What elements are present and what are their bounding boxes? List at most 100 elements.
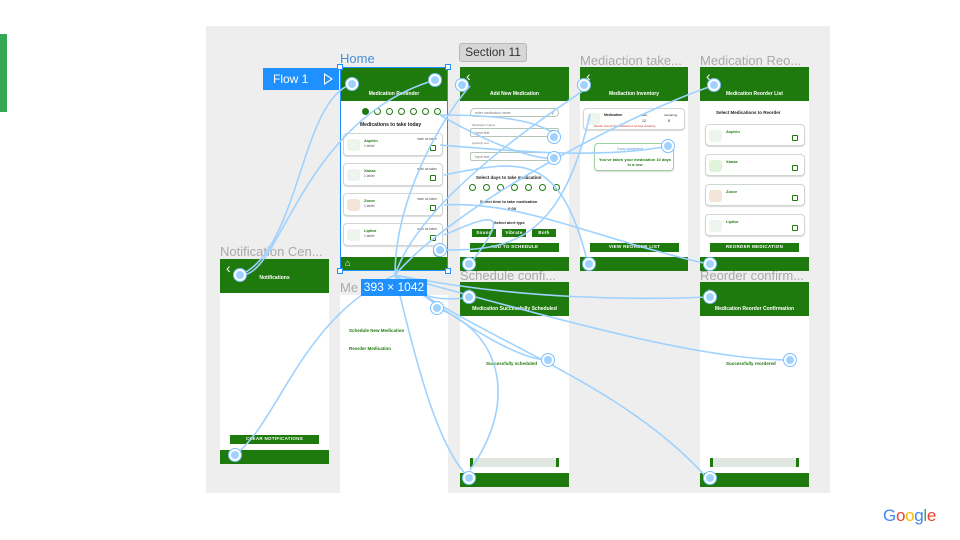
link-node[interactable] (548, 131, 560, 143)
link-node[interactable] (784, 354, 796, 366)
reorder-item[interactable]: Lipitor (705, 214, 805, 236)
back-arrow-icon[interactable]: ‹ (586, 68, 591, 84)
reorder-prompt: Select Medications to Reorder (716, 110, 781, 115)
reorder-item-name: Xanax (726, 159, 738, 164)
add-to-schedule-button[interactable]: ADD TO SCHEDULE (470, 243, 559, 252)
link-node[interactable] (708, 79, 720, 91)
day-circle[interactable] (511, 184, 518, 191)
reorder-item[interactable]: Aspirin (705, 124, 805, 146)
back-arrow-icon[interactable]: ‹ (466, 68, 471, 84)
days-label: Select days to take medication (476, 175, 542, 180)
link-node[interactable] (662, 140, 674, 152)
reorder-medication-button[interactable]: REORDER MEDICATION (710, 243, 799, 252)
flow-start-button[interactable]: Flow 1 (263, 68, 339, 90)
taken-label: taken (640, 113, 648, 117)
reorder-title: Medication Reorder List (726, 91, 783, 97)
pill-icon (587, 113, 600, 125)
screen-schedule-confirm[interactable]: ‹Medication Successfully Scheduled Succe… (460, 282, 569, 487)
link-node[interactable] (429, 74, 441, 86)
back-arrow-icon[interactable]: ‹ (706, 68, 711, 84)
reorder-checkbox[interactable] (792, 165, 798, 171)
days-selector[interactable] (469, 184, 561, 192)
inventory-row[interactable]: Medication taken remaining 12 8 Reorder … (583, 108, 685, 130)
bottom-bar (700, 473, 809, 487)
alert-both-button[interactable]: Both (532, 229, 556, 237)
inventory-title: Mediaction Inventory (608, 91, 659, 97)
alert-vibrate-button[interactable]: Vibrate (502, 229, 526, 237)
screen-menu[interactable]: Schedule New Medication Reorder Medicati… (340, 295, 448, 493)
back-arrow-icon[interactable]: ‹ (226, 260, 231, 276)
screen-add-medication[interactable]: ‹ Add New Medication enter medication nam… (460, 67, 569, 271)
link-node[interactable] (704, 291, 716, 303)
alert-label: Select alert type (494, 220, 525, 225)
link-node[interactable] (704, 472, 716, 484)
link-node[interactable] (583, 258, 595, 270)
search-icon: ⚲ (551, 111, 554, 115)
screen-notifications[interactable]: ‹Notifications CLEAR NOTIFICATIONS (220, 259, 329, 464)
frame-title-menu[interactable]: Me (340, 280, 359, 295)
popup-text: You've taken your medication 10 days in … (599, 157, 672, 167)
day-circle[interactable] (553, 184, 560, 191)
resize-handle[interactable] (445, 268, 451, 274)
frame-title-notifications[interactable]: Notification Cen... (220, 244, 323, 259)
reorder-checkbox[interactable] (792, 225, 798, 231)
reorder-checkbox[interactable] (792, 135, 798, 141)
day-circle[interactable] (539, 184, 546, 191)
schedule-confirm-message: Successfully scheduled (486, 361, 538, 366)
link-node[interactable] (542, 354, 554, 366)
google-logo: Google (883, 506, 937, 525)
flow-label: Flow 1 (273, 72, 309, 86)
bottom-bar (700, 257, 809, 271)
link-node[interactable] (346, 78, 358, 90)
search-input[interactable]: enter medication name ⚲ (470, 108, 559, 117)
link-node[interactable] (463, 258, 475, 270)
bottom-bar (460, 257, 569, 271)
resize-handle[interactable] (445, 64, 451, 70)
day-circle[interactable] (525, 184, 532, 191)
accent-bar (0, 34, 7, 112)
day-circle[interactable] (469, 184, 476, 191)
reorder-checkbox[interactable] (792, 195, 798, 201)
menu-item-reorder[interactable]: Reorder Medication (349, 346, 392, 351)
screen-inventory[interactable]: ‹ Mediaction Inventory Medication taken r… (580, 67, 688, 271)
link-node[interactable] (229, 449, 241, 461)
reorder-item[interactable]: Xanax (705, 154, 805, 176)
link-node[interactable] (578, 79, 590, 91)
view-reorder-list-button[interactable]: VIEW REORDER LIST (590, 243, 679, 252)
remaining-label: remaining (664, 113, 678, 117)
link-node[interactable] (431, 302, 443, 314)
day-circle[interactable] (497, 184, 504, 191)
link-node[interactable] (548, 152, 560, 164)
link-node[interactable] (234, 269, 246, 281)
pill-icon (709, 130, 722, 142)
reorder-item-name: Aspirin (726, 129, 740, 134)
bottom-bar (460, 473, 569, 487)
quantity-field[interactable]: Input text (470, 152, 559, 161)
link-node[interactable] (463, 472, 475, 484)
play-icon (324, 73, 333, 85)
resize-handle[interactable] (337, 268, 343, 274)
link-node[interactable] (456, 79, 468, 91)
resize-handle[interactable] (337, 64, 343, 70)
frame-title-home[interactable]: Home (340, 51, 375, 66)
reorder-item[interactable]: Zocor (705, 184, 805, 206)
field-label: Quantity text (472, 141, 489, 145)
clear-notifications-button[interactable]: CLEAR NOTIFICATIONS (230, 435, 319, 444)
add-title: Add New Medication (490, 91, 539, 97)
link-node[interactable] (434, 244, 446, 256)
taken-count: 12 (642, 119, 646, 123)
field-value: Input text (475, 131, 490, 135)
frame-title-inventory[interactable]: Mediaction take... (580, 53, 682, 68)
alert-sound-button[interactable]: Sound (472, 229, 496, 237)
medication-name-field[interactable]: Input text (470, 128, 559, 137)
link-node[interactable] (704, 258, 716, 270)
screen-reorder-list[interactable]: ‹ Medication Reorder List Select Medicati… (700, 67, 809, 271)
frame-title-reorder[interactable]: Medication Reo... (700, 53, 802, 68)
day-circle[interactable] (483, 184, 490, 191)
time-value[interactable]: 6:00 (508, 206, 517, 211)
menu-item-schedule[interactable]: Schedule New Medication (349, 328, 405, 333)
screen-reorder-confirm[interactable]: ‹Medication Reorder Confirmation Success… (700, 282, 809, 487)
link-node[interactable] (463, 291, 475, 303)
search-placeholder: enter medication name (475, 111, 511, 115)
section-tag[interactable]: Section 11 (459, 43, 527, 62)
